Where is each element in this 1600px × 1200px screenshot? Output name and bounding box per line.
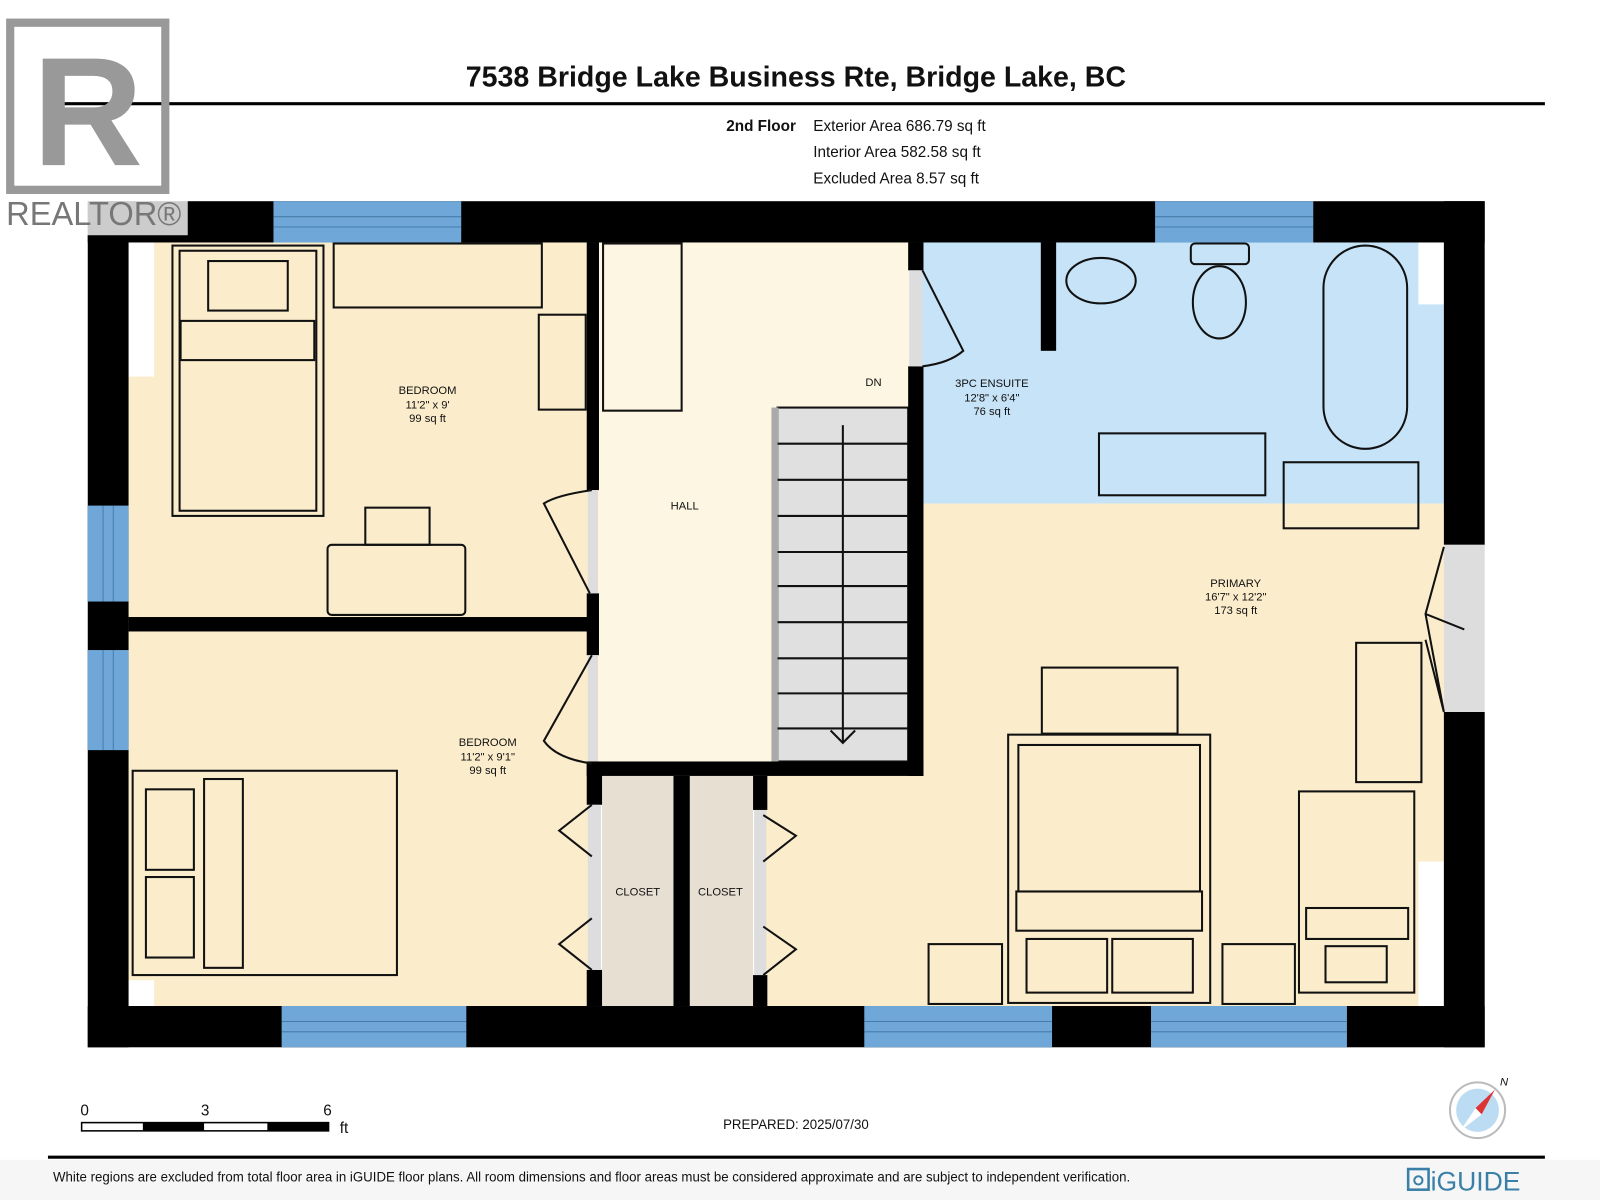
svg-text:16'7" x 12'2": 16'7" x 12'2"	[1205, 591, 1266, 603]
room-label-closet1: CLOSET	[615, 887, 660, 899]
bedroom2-floor	[128, 629, 590, 1007]
prepared-date: PREPARED: 2025/07/30	[723, 1117, 869, 1132]
svg-text:12'8" x 6'4": 12'8" x 6'4"	[964, 392, 1019, 404]
footer-divider	[47, 1155, 1545, 1159]
svg-text:11'2" x 9': 11'2" x 9'	[405, 400, 449, 412]
svg-text:0: 0	[80, 1102, 89, 1119]
excluded-area: Excluded Area 8.57 sq ft	[813, 171, 979, 188]
svg-text:6: 6	[323, 1102, 332, 1119]
svg-text:3PC ENSUITE: 3PC ENSUITE	[955, 378, 1029, 390]
room-label-closet2: CLOSET	[698, 887, 743, 899]
svg-text:iGUIDE: iGUIDE	[1431, 1167, 1521, 1197]
ensuite-floor	[918, 242, 1444, 506]
compass-icon: N	[1448, 1076, 1509, 1140]
windows	[87, 201, 1347, 1048]
closet1-floor	[602, 775, 674, 1007]
svg-text:173 sq ft: 173 sq ft	[1214, 605, 1258, 617]
primary-floor-ext	[763, 768, 927, 1007]
furniture	[131, 242, 1423, 1005]
svg-text:N: N	[1500, 1076, 1509, 1088]
room-label-ensuite: 3PC ENSUITE 12'8" x 6'4" 76 sq ft	[955, 378, 1029, 418]
page-title: 7538 Bridge Lake Business Rte, Bridge La…	[466, 62, 1126, 94]
room-label-bedroom1: BEDROOM 11'2" x 9' 99 sq ft	[399, 385, 457, 425]
iguide-logo: iGUIDE	[1406, 1167, 1521, 1197]
svg-text:PRIMARY: PRIMARY	[1210, 578, 1261, 590]
doors	[542, 269, 1465, 976]
logo-letter: R	[32, 25, 143, 198]
logo-text: REALTOR®	[6, 195, 181, 232]
logo-backing	[2, 191, 188, 236]
realtor-logo: R REALTOR®	[2, 18, 188, 236]
staircase	[771, 406, 910, 763]
stairs-down-label: DN	[865, 377, 881, 389]
svg-text:3: 3	[201, 1102, 210, 1119]
exterior-area: Exterior Area 686.79 sq ft	[813, 118, 986, 135]
bedroom1-floor	[128, 242, 590, 621]
interior-area: Interior Area 582.58 sq ft	[813, 144, 981, 161]
svg-text:99 sq ft: 99 sq ft	[469, 765, 507, 777]
room-label-bedroom2: BEDROOM 11'2" x 9'1" 99 sq ft	[459, 737, 517, 777]
disclaimer-text: White regions are excluded from total fl…	[53, 1169, 1130, 1184]
header-divider	[47, 102, 1545, 106]
svg-text:BEDROOM: BEDROOM	[399, 385, 457, 397]
floor-label: 2nd Floor	[726, 118, 796, 135]
svg-text:ft: ft	[340, 1120, 349, 1137]
room-label-primary: PRIMARY 16'7" x 12'2" 173 sq ft	[1205, 578, 1266, 617]
closet2-floor	[689, 775, 754, 1007]
svg-text:99 sq ft: 99 sq ft	[409, 413, 447, 425]
room-label-hall: HALL	[671, 501, 699, 513]
scale-bar: 0 3 6 ft	[80, 1102, 349, 1137]
room-fills	[128, 242, 1444, 1007]
svg-text:BEDROOM: BEDROOM	[459, 737, 517, 749]
svg-text:11'2" x 9'1": 11'2" x 9'1"	[461, 751, 515, 763]
svg-text:76 sq ft: 76 sq ft	[973, 406, 1011, 418]
